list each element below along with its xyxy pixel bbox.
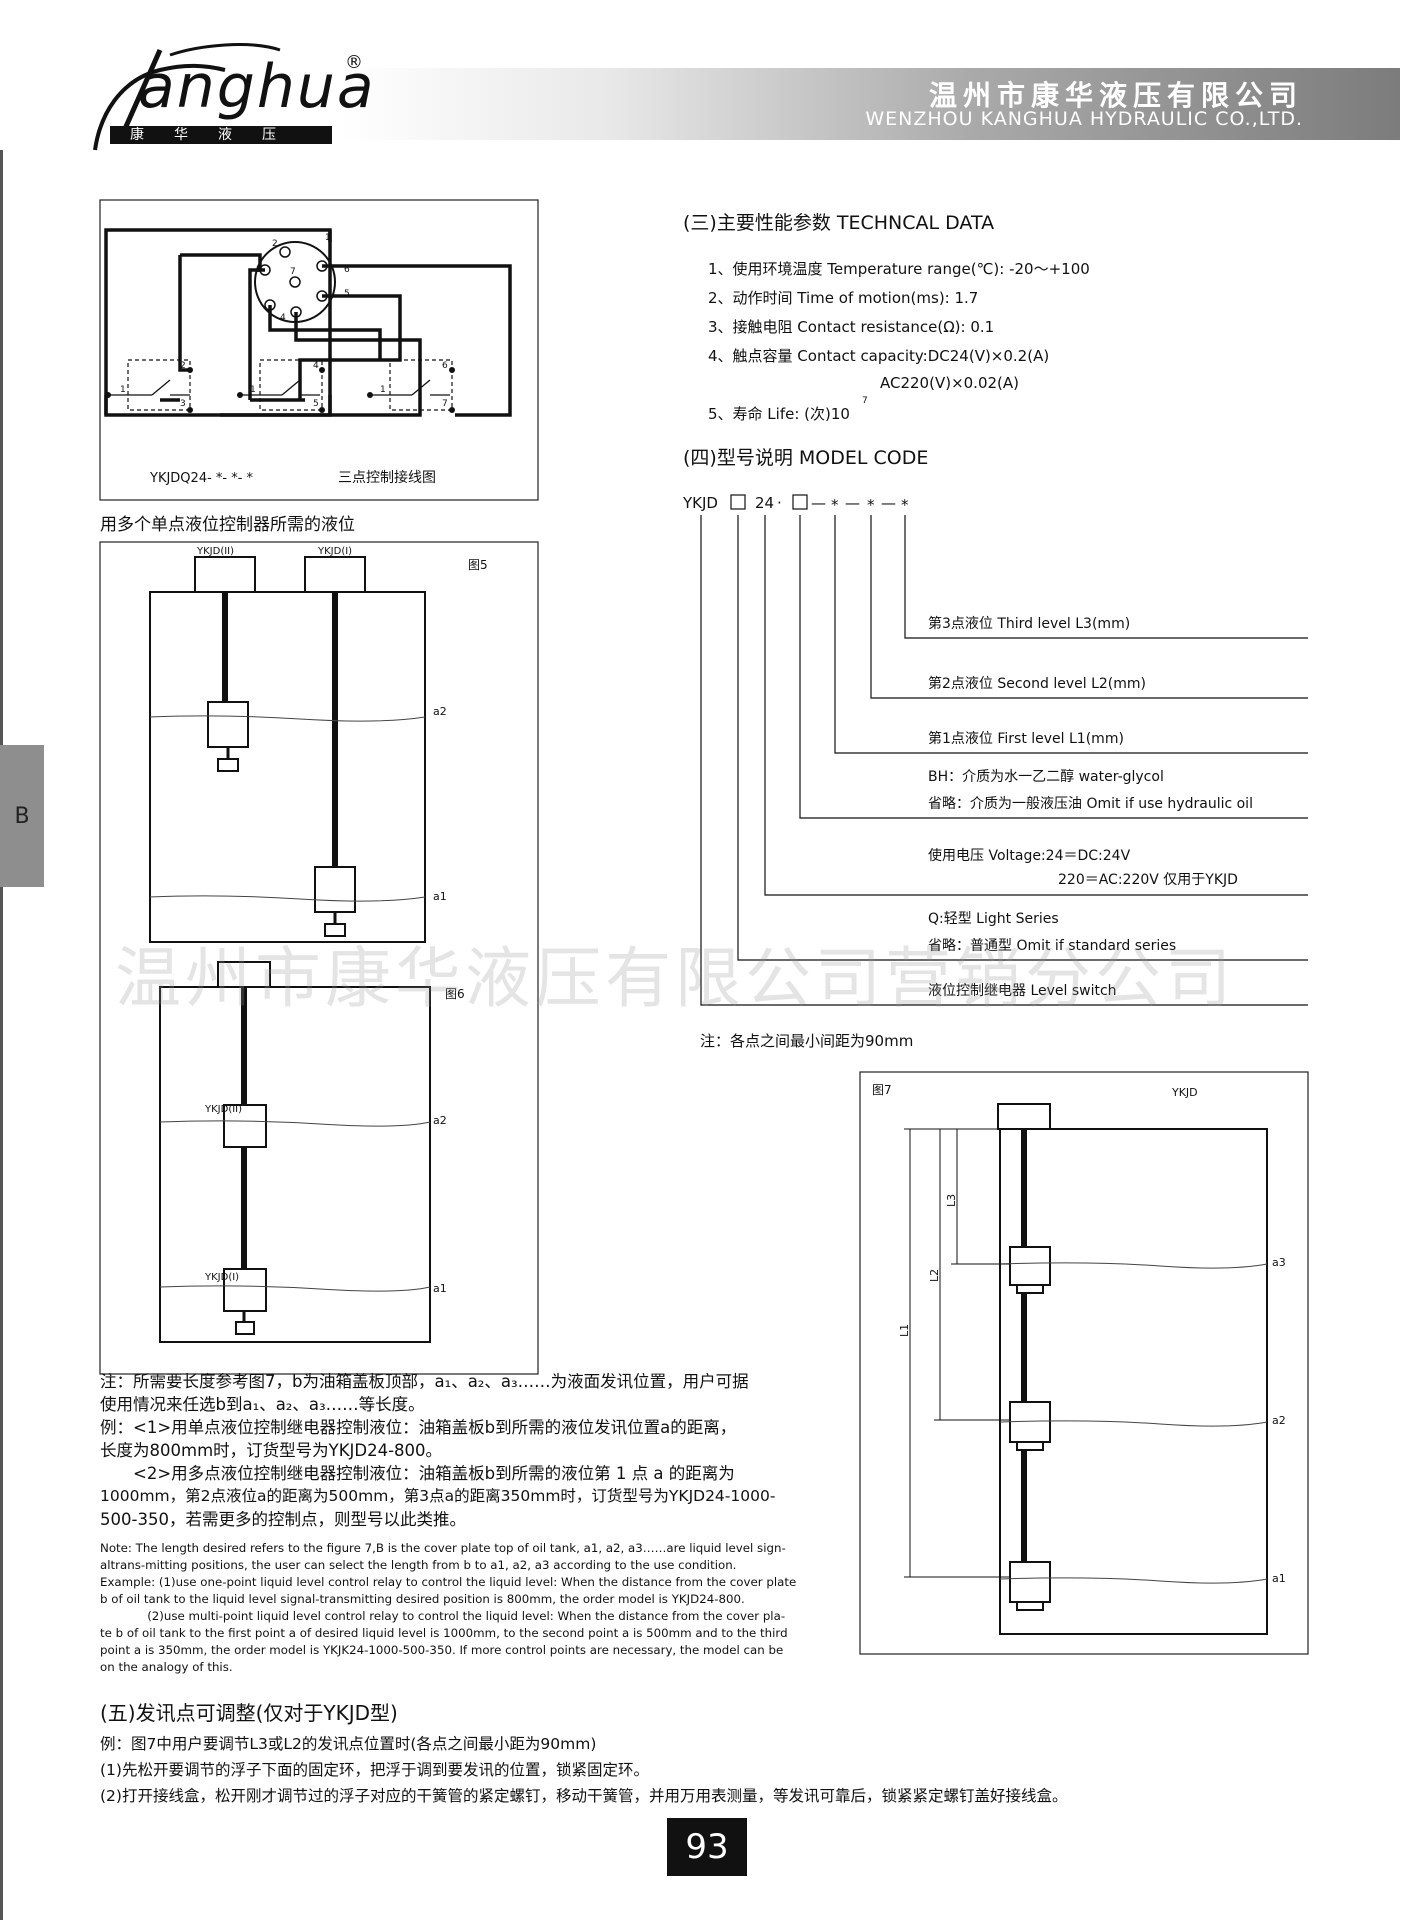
note-en-line: point a is 350mm, the order model is YKJ…	[100, 1643, 784, 1657]
note-cn-line: <2>用多点液位控制继电器控制液位：油箱盖板b到所需的液位第 1 点 a 的距离…	[100, 1464, 735, 1483]
pin-label: 6	[344, 265, 350, 275]
pin-label: 1	[325, 233, 331, 243]
wiring-diagram: 2 1 3 7 6 5 4 1 2 3 1 4 5 1 6 7 YKJDQ24-…	[99, 199, 539, 501]
wiring-caption: 三点控制接线图	[338, 469, 436, 486]
fig7-dim: L1	[898, 1324, 911, 1337]
note-cn-line: 500-350，若需更多的控制点，则型号以此类推。	[100, 1510, 466, 1529]
tech-item: AC220(V)×0.02(A)	[880, 374, 1019, 392]
switch-label: 4	[313, 361, 319, 371]
model-label: 第3点液位 Third level L3(mm)	[928, 615, 1130, 632]
wiring-model: YKJDQ24- *- *- *	[149, 471, 254, 486]
switch-label: 7	[442, 399, 448, 409]
switch-label: 6	[442, 361, 448, 371]
registered-mark: ®	[345, 52, 363, 73]
fig5-level: a2	[433, 705, 447, 718]
fig6-unit-label: YKJD(I)	[204, 1272, 239, 1283]
pin-label: 5	[344, 289, 350, 299]
note-cn-line: 1000mm，第2点液位a的距离为500mm，第3点a的距离350mm时，订货型…	[100, 1487, 776, 1505]
model-label: 省略：介质为一般液压油 Omit if use hydraulic oil	[928, 796, 1253, 812]
model-label: BH：介质为水一乙二醇 water-glycol	[928, 768, 1164, 785]
header-banner	[340, 68, 1400, 140]
switch-label: 1	[250, 385, 256, 395]
fig7-level: a3	[1272, 1256, 1286, 1269]
tech-item: 5、寿命 Life: (次)10	[708, 405, 850, 423]
switch-label: 2	[180, 361, 186, 371]
note-en-line: on the analogy of this.	[100, 1660, 233, 1674]
tech-title: (三)主要性能参数 TECHNCAL DATA	[683, 212, 995, 234]
model-label: 第1点液位 First level L1(mm)	[928, 730, 1124, 747]
tech-item: 4、触点容量 Contact capacity:DC24(V)×0.2(A)	[708, 347, 1050, 365]
page-number: 93	[667, 1818, 747, 1876]
model-label: 省略：普通型 Omit if standard series	[928, 938, 1176, 954]
model-code-part: 24	[755, 494, 774, 512]
model-code-part: *	[831, 496, 839, 514]
fig6-level: a1	[433, 1282, 447, 1295]
fig7-level: a2	[1272, 1414, 1286, 1427]
pin-label: 2	[272, 239, 278, 249]
note-en-line: te b of oil tank to the first point a of…	[100, 1626, 788, 1640]
model-label: 使用电压 Voltage:24＝DC:24V	[928, 847, 1131, 864]
fig5-label: 图5	[468, 558, 488, 572]
tech-item: 2、动作时间 Time of motion(ms): 1.7	[708, 289, 979, 307]
model-label: 220＝AC:220V 仅用于YKJD	[1058, 872, 1238, 888]
company-name-cn: 温州市康华液压有限公司	[928, 79, 1303, 112]
switch-label: 5	[313, 399, 319, 409]
logo-swoosh	[93, 43, 281, 151]
fig5-fig6-diagram: YKJD(II) YKJD(I) 图5 a2 a1 图6 YKJD(II) YK…	[99, 541, 539, 1375]
model-note: 注：各点之间最小间距为90mm	[700, 1032, 914, 1050]
note-en-line: Example: (1)use one-point liquid level c…	[100, 1575, 797, 1589]
model-code-part: ·	[777, 494, 782, 512]
tech-item: 3、接触电阻 Contact resistance(Ω): 0.1	[708, 318, 995, 336]
model-title: (四)型号说明 MODEL CODE	[683, 447, 929, 469]
model-code-part: —	[811, 494, 826, 512]
model-code-part: YKJD	[682, 494, 718, 512]
fig7-label: 图7	[872, 1083, 892, 1097]
fig5-unit-label: YKJD(II)	[196, 546, 234, 557]
fig5-heading: 用多个单点液位控制器所需的液位	[100, 515, 355, 535]
switch-label: 1	[120, 385, 126, 395]
switch-label: 1	[380, 385, 386, 395]
pin-label: 7	[290, 267, 296, 277]
note-en-line: (2)use multi-point liquid level control …	[100, 1609, 786, 1623]
model-code-part: *	[867, 496, 875, 514]
section-tab: B	[0, 745, 44, 887]
note-cn-line: 例：<1>用单点液位控制继电器控制液位：油箱盖板b到所需的液位发讯位置a的距离，	[100, 1418, 737, 1437]
model-code-part: —	[881, 494, 896, 512]
model-label: 第2点液位 Second level L2(mm)	[928, 675, 1146, 692]
model-label: Q:轻型 Light Series	[928, 911, 1059, 927]
note-en-line: Note: The length desired refers to the f…	[100, 1541, 786, 1555]
tech-superscript: 7	[862, 396, 868, 406]
brand-subtitle: 康华液压	[110, 126, 332, 144]
note-cn-line: 长度为800mm时，订货型号为YKJD24-800。	[100, 1441, 443, 1460]
model-code-part: *	[901, 496, 909, 514]
fig6-unit-label: YKJD(II)	[204, 1104, 242, 1115]
adjust-line: 例：图7中用户要调节L3或L2的发讯点位置时(各点之间最小距为90mm)	[100, 1735, 597, 1753]
model-code-diagram: YKJD 24 · — * — * — * 第3点液位 Third level …	[682, 494, 1308, 1006]
note-en-line: altrans-mitting positions, the user can …	[100, 1558, 737, 1572]
model-code-part: —	[845, 494, 860, 512]
fig7-dim: L3	[945, 1194, 958, 1207]
fig5-level: a1	[433, 890, 447, 903]
note-cn-line: 注：所需要长度参考图7，b为油箱盖板顶部，a₁、a₂、a₃……为液面发讯位置，用…	[100, 1372, 749, 1391]
note-en-line: b of oil tank to the liquid level signal…	[100, 1592, 745, 1606]
page-frame-line	[0, 150, 3, 1920]
adjust-line: (2)打开接线盒，松开刚才调节过的浮子对应的干簧管的紧定螺钉，移动干簧管，并用万…	[100, 1787, 1068, 1805]
adjust-title: (五)发讯点可调整(仅对于YKJD型)	[100, 1701, 398, 1725]
company-name-en: WENZHOU KANGHUA HYDRAULIC CO.,LTD.	[865, 108, 1303, 130]
switch-label: 3	[180, 399, 186, 409]
adjust-line: (1)先松开要调节的浮子下面的固定环，把浮于调到要发讯的位置，锁紧固定环。	[100, 1761, 649, 1779]
tech-item: 1、使用环境温度 Temperature range(℃): -20～+100	[708, 260, 1090, 278]
fig7-level: a1	[1272, 1572, 1286, 1585]
fig6-label: 图6	[445, 987, 465, 1001]
fig7-unit: YKJD	[1171, 1086, 1198, 1099]
fig6-level: a2	[433, 1114, 447, 1127]
pin-label: 4	[280, 313, 286, 323]
watermark: 温州市康华液压有限公司营销分公司	[115, 940, 1235, 1017]
brand-logo: anghua	[138, 52, 376, 122]
note-cn-line: 使用情况来任选b到a₁、a₂、a₃……等长度。	[100, 1395, 425, 1414]
fig5-unit-label: YKJD(I)	[317, 546, 352, 557]
fig7-diagram: 图7 YKJD L1 L2 L3 a3 a2 a1	[859, 1071, 1309, 1655]
model-label: 液位控制继电器 Level switch	[928, 983, 1117, 999]
fig7-dim: L2	[928, 1269, 941, 1282]
